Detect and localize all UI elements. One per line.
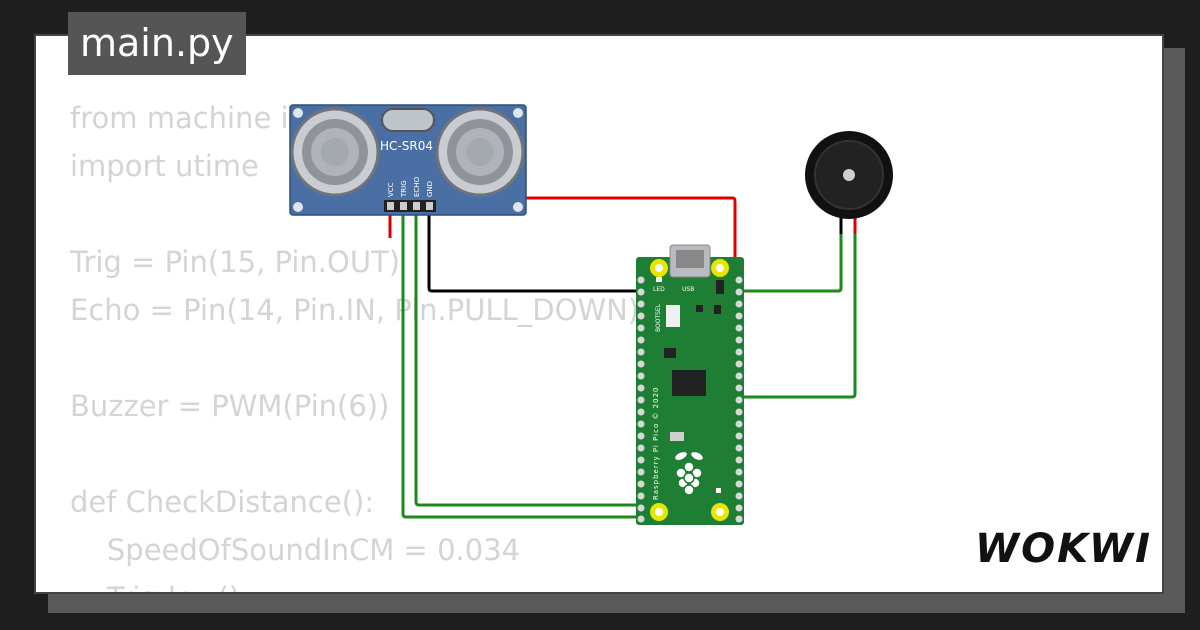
wire-trig-green [401,212,641,519]
wire-gnd-black [427,212,641,293]
wire-vcc-red [388,196,737,266]
wokwi-logo-text: WOKWI [975,526,1153,572]
bootsel-button [666,305,680,327]
bootsel-label: BOOTSEL [655,303,662,332]
editor-card: from machine import Pin, PWMimport utime… [34,34,1164,594]
wire-buzzer-2 [741,218,857,399]
crystal [381,108,435,132]
raspberry-logo-icon [673,450,705,496]
sensor-header [384,200,436,212]
wokwi-logo: WOKWI [975,526,1152,572]
pin-label-trig: TRIG [400,180,408,198]
code-line: import utime [70,149,259,183]
code-line: Trig = Pin(15, Pin.OUT) [70,245,401,279]
raspberry-pi-pico[interactable]: LED USB BOOTSEL Raspberry Pi Pico © 2020 [636,244,744,525]
code-line: Buzzer = PWM(Pin(6)) [70,389,390,423]
buzzer[interactable] [805,131,893,219]
gpio-pins-left [637,276,645,523]
usb-label: USB [682,286,694,293]
transducer-right-icon [435,107,525,197]
gpio-pins-right [735,276,743,523]
ultrasonic-sensor[interactable]: HC-SR04 VCC TRIG ECHO GND [289,104,527,216]
file-tab[interactable]: main.py [68,12,246,75]
transducer-left-icon [290,107,380,197]
pin-label-echo: ECHO [413,176,421,197]
board-silk-text: Raspberry Pi Pico © 2020 [652,387,660,501]
code-line: SpeedOfSoundInCM = 0.034 [70,533,521,567]
wire-echo-green [414,212,641,507]
code-line: def CheckDistance(): [70,485,375,519]
wires [388,196,857,519]
code-line: Echo = Pin(14, Pin.IN, Pin.PULL_DOWN) [70,293,640,327]
pin-label-gnd: GND [426,181,434,197]
rp2040-chip [672,370,706,396]
code-line: Trig.low() [70,574,639,592]
pin-label-vcc: VCC [387,182,395,197]
wire-buzzer-1 [741,218,843,293]
led-label: LED [653,286,665,293]
led-icon [656,277,662,282]
sensor-model-label: HC-SR04 [380,139,433,153]
